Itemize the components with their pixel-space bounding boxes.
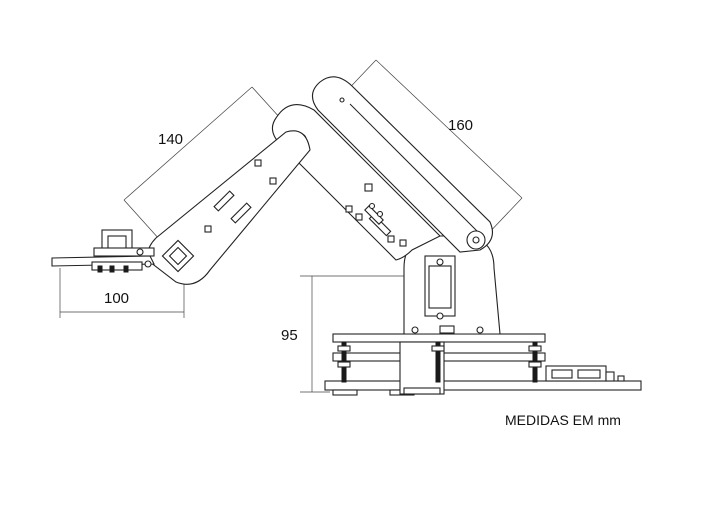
dimension-95: 95 bbox=[281, 275, 404, 393]
dimension-label-95: 95 bbox=[281, 327, 298, 344]
units-note: MEDIDAS EM mm bbox=[505, 412, 621, 428]
upper-arm bbox=[271, 76, 493, 261]
bottom-plate bbox=[324, 380, 642, 391]
dimension-160: 160 bbox=[337, 59, 523, 239]
dimension-100: 100 bbox=[59, 268, 185, 318]
shoulder-support bbox=[403, 235, 501, 335]
gripper bbox=[51, 229, 155, 273]
control-board bbox=[545, 365, 625, 382]
base-assembly bbox=[324, 333, 642, 396]
dimension-label-160: 160 bbox=[448, 117, 473, 134]
standoffs bbox=[337, 341, 542, 383]
dimension-label-100: 100 bbox=[104, 290, 129, 307]
dimension-140: 140 bbox=[123, 86, 301, 241]
forearm bbox=[147, 130, 311, 285]
top-plate bbox=[332, 333, 546, 343]
dimension-label-140: 140 bbox=[158, 131, 183, 148]
